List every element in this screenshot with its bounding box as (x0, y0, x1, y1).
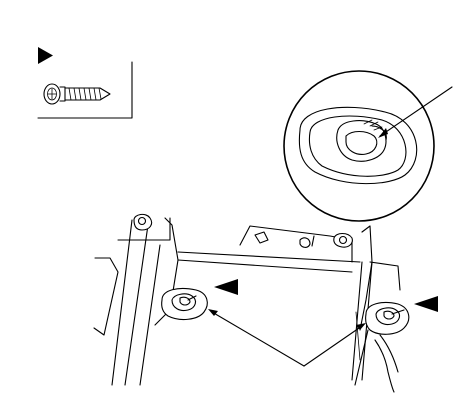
slot-inner (308, 115, 407, 177)
legend-marker-triangle-icon (38, 47, 53, 64)
clip-body (336, 120, 387, 162)
fastener-legend (37, 47, 133, 119)
callout-triangle-left-icon (214, 279, 238, 295)
clip-left (161, 287, 208, 321)
callout-triangle-right-icon (414, 296, 438, 312)
tapping-screw-icon (43, 83, 111, 105)
clip-right (365, 301, 410, 335)
slot-outer (298, 106, 418, 185)
panel-assembly (93, 213, 438, 393)
clip-leader-lines (208, 309, 366, 367)
detail-magnifier (283, 70, 453, 222)
small-clip-upper-left (133, 213, 153, 231)
legend-box-frame (37, 61, 133, 119)
small-clip-upper-center (333, 232, 353, 248)
magnifier-outline (283, 70, 435, 222)
detail-leader-line (379, 86, 453, 137)
